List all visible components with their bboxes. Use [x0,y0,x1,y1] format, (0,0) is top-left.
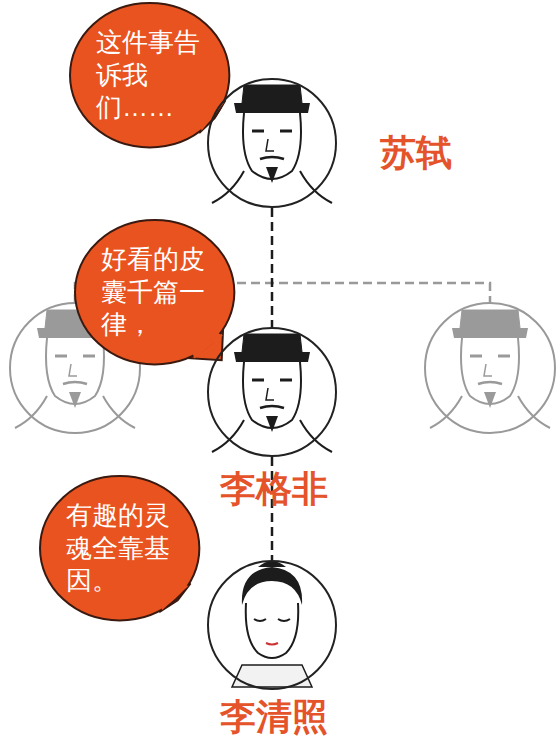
speech-bubble: 有趣的灵魂全靠基因。 [39,475,200,621]
speech-text: 好看的皮囊千篇一律， [101,243,209,341]
speech-bubble: 好看的皮囊千篇一律， [74,219,235,365]
speech-bubble: 这件事告诉我们…… [69,2,230,148]
person-name: 苏轼 [380,132,452,173]
portrait-circle: 李格非 [207,327,337,457]
bubble-shape [69,2,230,148]
grey-portrait [425,303,555,433]
portrait-circle: 苏轼 [207,78,337,208]
person-name: 李清照 [220,696,328,737]
portrait-circle: 李清照 [207,560,337,690]
portrait-face [207,78,337,690]
lineage-line [271,208,274,327]
person-name: 李格非 [220,468,328,509]
speech-text: 有趣的灵魂全靠基因。 [66,499,174,597]
speech-text: 这件事告诉我们…… [96,26,204,124]
